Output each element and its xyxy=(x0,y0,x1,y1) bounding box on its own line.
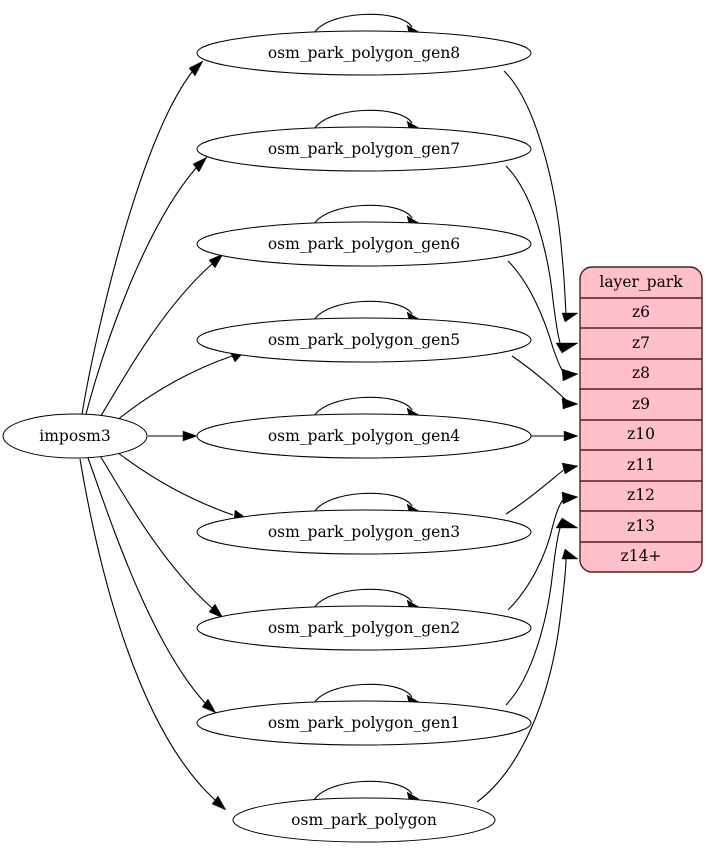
table-row-z8[interactable]: z8 xyxy=(632,364,650,382)
arrowhead-gen1-to-z13 xyxy=(555,517,579,529)
self-loop-gen6 xyxy=(312,204,413,227)
node-imposm3-label: imposm3 xyxy=(39,427,110,445)
node-gen6-label: osm_park_polygon_gen6 xyxy=(268,235,460,253)
arrowhead-imposm3-to-gen1 xyxy=(201,698,217,714)
arrowhead-base-to-z14 xyxy=(561,548,579,560)
node-gen8-shape[interactable] xyxy=(196,30,532,76)
edge-group-nodes-to-table xyxy=(476,70,579,803)
table-layer-park[interactable]: layer_park z6 z7 z8 z9 z10 z11 z12 z13 z… xyxy=(579,266,703,573)
table-row-z6[interactable]: z6 xyxy=(632,303,650,321)
node-gen1-shape[interactable] xyxy=(196,700,532,746)
edge-imposm3-to-gen2 xyxy=(98,453,213,609)
node-gen4[interactable]: osm_park_polygon_gen4 xyxy=(196,413,532,459)
node-gen3-shape[interactable] xyxy=(196,509,532,555)
arrowhead-imposm3-to-gen7 xyxy=(192,156,208,173)
edge-gen6-to-z8 xyxy=(507,260,567,375)
node-gen7[interactable]: osm_park_polygon_gen7 xyxy=(196,126,532,172)
node-gen2-shape[interactable] xyxy=(196,605,532,651)
node-imposm3[interactable]: imposm3 xyxy=(2,413,148,459)
arrowhead-gen6-to-z8 xyxy=(561,368,579,382)
table-row-z11[interactable]: z11 xyxy=(627,456,655,474)
self-loop-gen8 xyxy=(312,13,413,36)
table-row-z12[interactable]: z12 xyxy=(627,486,655,504)
edge-gen2-to-z12 xyxy=(507,496,567,611)
arrowhead-imposm3-to-gen8 xyxy=(188,60,204,77)
table-row-z13[interactable]: z13 xyxy=(627,517,655,535)
edge-imposm3-to-base xyxy=(79,458,216,801)
node-base-label: osm_park_polygon xyxy=(291,811,437,829)
node-gen1[interactable]: osm_park_polygon_gen1 xyxy=(196,700,532,746)
arrowhead-imposm3-to-gen6 xyxy=(208,253,224,269)
arrowhead-gen2-to-z12 xyxy=(561,491,579,505)
arrowhead-gen8-to-z6 xyxy=(561,312,579,323)
node-gen5-label: osm_park_polygon_gen5 xyxy=(268,331,460,349)
node-imposm3-shape[interactable] xyxy=(2,413,148,459)
table-row-z10[interactable]: z10 xyxy=(627,425,655,443)
self-loop-gen3 xyxy=(312,492,413,515)
node-gen3-label: osm_park_polygon_gen3 xyxy=(268,523,460,541)
node-gen5[interactable]: osm_park_polygon_gen5 xyxy=(196,317,532,363)
arrowhead-imposm3-to-gen2 xyxy=(208,603,224,619)
edge-gen5-to-z9 xyxy=(511,355,567,401)
edge-imposm3-to-gen6 xyxy=(98,263,213,420)
table-row-z14plus[interactable]: z14+ xyxy=(621,547,662,565)
self-loop-gen7 xyxy=(312,109,413,132)
edge-gen8-to-z6 xyxy=(503,70,567,314)
self-loop-gen2 xyxy=(312,588,413,611)
arrowhead-imposm3-to-base xyxy=(211,795,227,811)
node-gen2-label: osm_park_polygon_gen2 xyxy=(268,619,460,637)
arrowhead-gen3-to-z11 xyxy=(561,462,579,475)
node-gen5-shape[interactable] xyxy=(196,317,532,363)
edge-imposm3-to-gen3 xyxy=(116,451,234,516)
node-base[interactable]: osm_park_polygon xyxy=(232,797,496,843)
node-gen3[interactable]: osm_park_polygon_gen3 xyxy=(196,509,532,555)
self-loop-gen4 xyxy=(312,396,413,419)
edge-imposm3-to-gen1 xyxy=(87,457,206,704)
node-gen7-label: osm_park_polygon_gen7 xyxy=(268,140,460,158)
node-gen2[interactable]: osm_park_polygon_gen2 xyxy=(196,605,532,651)
node-gen6[interactable]: osm_park_polygon_gen6 xyxy=(196,221,532,267)
edge-gen7-to-z7 xyxy=(505,165,561,344)
edge-gen1-to-z13 xyxy=(505,527,561,706)
node-gen1-label: osm_park_polygon_gen1 xyxy=(268,714,460,732)
node-gen4-label: osm_park_polygon_gen4 xyxy=(268,427,460,445)
edge-gen3-to-z11 xyxy=(505,467,567,515)
edge-imposm3-to-gen5 xyxy=(115,355,233,422)
edge-base-to-z14 xyxy=(476,558,567,803)
arrowhead-imposm3-to-gen4 xyxy=(182,430,198,442)
table-header-label: layer_park xyxy=(599,273,683,291)
self-loop-gen1 xyxy=(312,683,413,706)
self-loop-base xyxy=(312,780,413,803)
table-row-z7[interactable]: z7 xyxy=(632,334,650,352)
edge-imposm3-to-gen8 xyxy=(81,71,193,415)
node-base-shape[interactable] xyxy=(232,797,496,843)
node-gen7-shape[interactable] xyxy=(196,126,532,172)
arrowhead-gen4-to-z10 xyxy=(563,430,579,442)
node-gen8-label: osm_park_polygon_gen8 xyxy=(268,44,460,62)
node-gen8[interactable]: osm_park_polygon_gen8 xyxy=(196,30,532,76)
self-loop-gen5 xyxy=(312,300,413,323)
node-gen4-shape[interactable] xyxy=(196,413,532,459)
table-row-z9[interactable]: z9 xyxy=(632,395,650,413)
edge-imposm3-to-gen7 xyxy=(85,167,197,415)
arrowhead-gen7-to-z7 xyxy=(555,342,579,354)
arrowhead-gen5-to-z9 xyxy=(561,397,579,410)
node-gen6-shape[interactable] xyxy=(196,221,532,267)
